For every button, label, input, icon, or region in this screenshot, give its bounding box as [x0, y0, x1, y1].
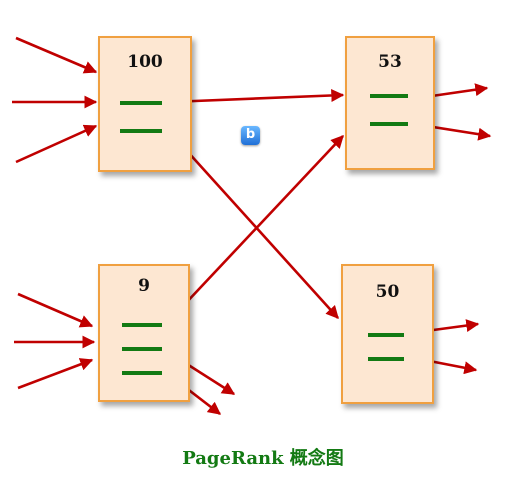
- outlink-bar: [122, 323, 162, 327]
- link-arrow-c-to-b: [167, 135, 344, 323]
- outlink-bar: [368, 333, 404, 337]
- page-node-c: 9: [98, 264, 190, 402]
- page-score: 53: [378, 52, 402, 72]
- outlink-bar: [370, 122, 408, 126]
- outlink-bar: [368, 357, 404, 361]
- outlink-bar: [120, 129, 162, 133]
- outlink-bar: [370, 94, 408, 98]
- incoming-arrow: [17, 292, 94, 328]
- page-score: 50: [375, 282, 400, 302]
- incoming-arrow: [15, 36, 98, 74]
- incoming-arrow: [15, 124, 98, 164]
- page-node-a: 100: [98, 36, 192, 172]
- page-node-b: 53: [345, 36, 435, 170]
- incoming-arrow: [17, 358, 94, 390]
- link-arrow-a-to-d: [167, 129, 339, 319]
- diagram-caption: PageRank 概念图: [182, 448, 344, 469]
- page-score: 100: [127, 52, 163, 72]
- outlink-bar: [122, 371, 162, 375]
- page-score: 9: [138, 276, 150, 296]
- page-node-d: 50: [341, 264, 434, 404]
- b-badge-icon: b: [241, 126, 260, 145]
- outlink-bar: [122, 347, 162, 351]
- outlink-bar: [120, 101, 162, 105]
- link-arrow-a-to-b: [169, 88, 345, 104]
